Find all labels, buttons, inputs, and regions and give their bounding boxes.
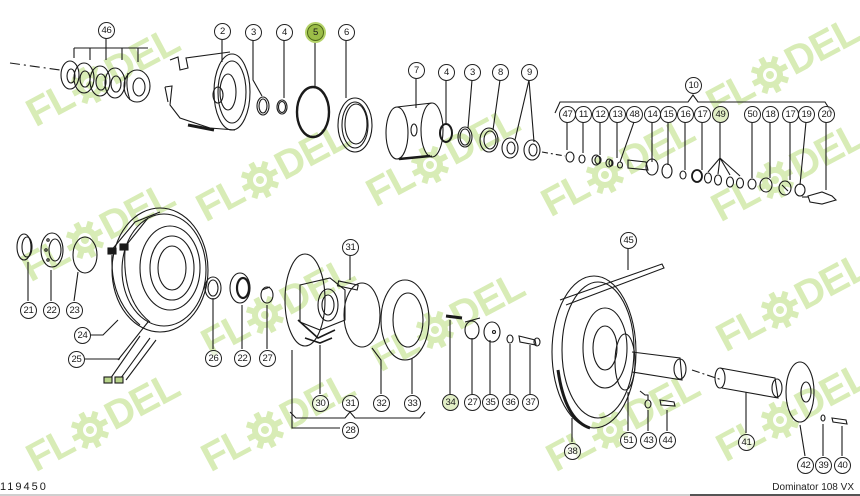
callout-50[interactable]: 50 — [744, 106, 761, 123]
callout-37[interactable]: 37 — [522, 394, 539, 411]
callout-43[interactable]: 43 — [640, 432, 657, 449]
part-24-pulley — [90, 207, 209, 336]
part-7-spacer — [385, 79, 444, 161]
callout-34-highlighted[interactable]: 34 — [442, 394, 459, 411]
callout-3[interactable]: 3 — [464, 64, 481, 81]
bottom-divider — [0, 494, 860, 496]
callout-47[interactable]: 47 — [559, 106, 576, 123]
part-51-flange-shaft — [614, 333, 723, 431]
callout-13[interactable]: 13 — [609, 106, 626, 123]
part-38-pulley — [551, 275, 637, 442]
callout-40[interactable]: 40 — [834, 457, 851, 474]
part-2-housing — [164, 40, 251, 132]
callout-7[interactable]: 7 — [408, 62, 425, 79]
callout-35[interactable]: 35 — [482, 394, 499, 411]
callout-15[interactable]: 15 — [660, 106, 677, 123]
callout-11[interactable]: 11 — [575, 106, 592, 123]
callout-30[interactable]: 30 — [312, 395, 329, 412]
callout-20[interactable]: 20 — [818, 106, 835, 123]
model-title: Dominator 108 VX — [772, 482, 854, 493]
callout-19[interactable]: 19 — [798, 106, 815, 123]
callout-39[interactable]: 39 — [815, 457, 832, 474]
callout-28[interactable]: 28 — [342, 422, 359, 439]
callout-23[interactable]: 23 — [66, 302, 83, 319]
callout-17[interactable]: 17 — [782, 106, 799, 123]
callout-51[interactable]: 51 — [620, 432, 637, 449]
callout-44[interactable]: 44 — [659, 432, 676, 449]
callout-27[interactable]: 27 — [464, 394, 481, 411]
callout-17[interactable]: 17 — [694, 106, 711, 123]
callout-8[interactable]: 8 — [492, 64, 509, 81]
callout-27[interactable]: 27 — [259, 350, 276, 367]
part-46-washer-set — [60, 38, 151, 103]
callout-49-highlighted[interactable]: 49 — [712, 106, 729, 123]
callout-18[interactable]: 18 — [762, 106, 779, 123]
callout-31[interactable]: 31 — [342, 239, 359, 256]
callout-22[interactable]: 22 — [43, 302, 60, 319]
callout-36[interactable]: 36 — [502, 394, 519, 411]
callout-41[interactable]: 41 — [738, 434, 755, 451]
callout-6[interactable]: 6 — [338, 24, 355, 41]
callout-38[interactable]: 38 — [564, 443, 581, 460]
callout-12[interactable]: 12 — [592, 106, 609, 123]
callout-31[interactable]: 31 — [342, 395, 359, 412]
callout-45[interactable]: 45 — [620, 232, 637, 249]
drawing-number: 119450 — [0, 481, 48, 493]
callout-14[interactable]: 14 — [644, 106, 661, 123]
callout-33[interactable]: 33 — [404, 395, 421, 412]
callout-4[interactable]: 4 — [276, 24, 293, 41]
callout-46[interactable]: 46 — [98, 22, 115, 39]
callout-16[interactable]: 16 — [677, 106, 694, 123]
callout-48[interactable]: 48 — [626, 106, 643, 123]
bottom-divider-dark — [690, 494, 860, 496]
callout-32[interactable]: 32 — [373, 395, 390, 412]
callout-9[interactable]: 9 — [521, 64, 538, 81]
callout-5-selected[interactable]: 5 — [307, 24, 324, 41]
callout-25[interactable]: 25 — [68, 351, 85, 368]
callout-21[interactable]: 21 — [20, 302, 37, 319]
part-28-hub-assembly — [284, 253, 430, 429]
callout-26[interactable]: 26 — [205, 350, 222, 367]
callout-42[interactable]: 42 — [797, 457, 814, 474]
callout-4[interactable]: 4 — [438, 64, 455, 81]
callout-10[interactable]: 10 — [685, 77, 702, 94]
callout-22[interactable]: 22 — [234, 350, 251, 367]
callout-3[interactable]: 3 — [245, 24, 262, 41]
callout-2[interactable]: 2 — [214, 23, 231, 40]
callout-24[interactable]: 24 — [74, 327, 91, 344]
